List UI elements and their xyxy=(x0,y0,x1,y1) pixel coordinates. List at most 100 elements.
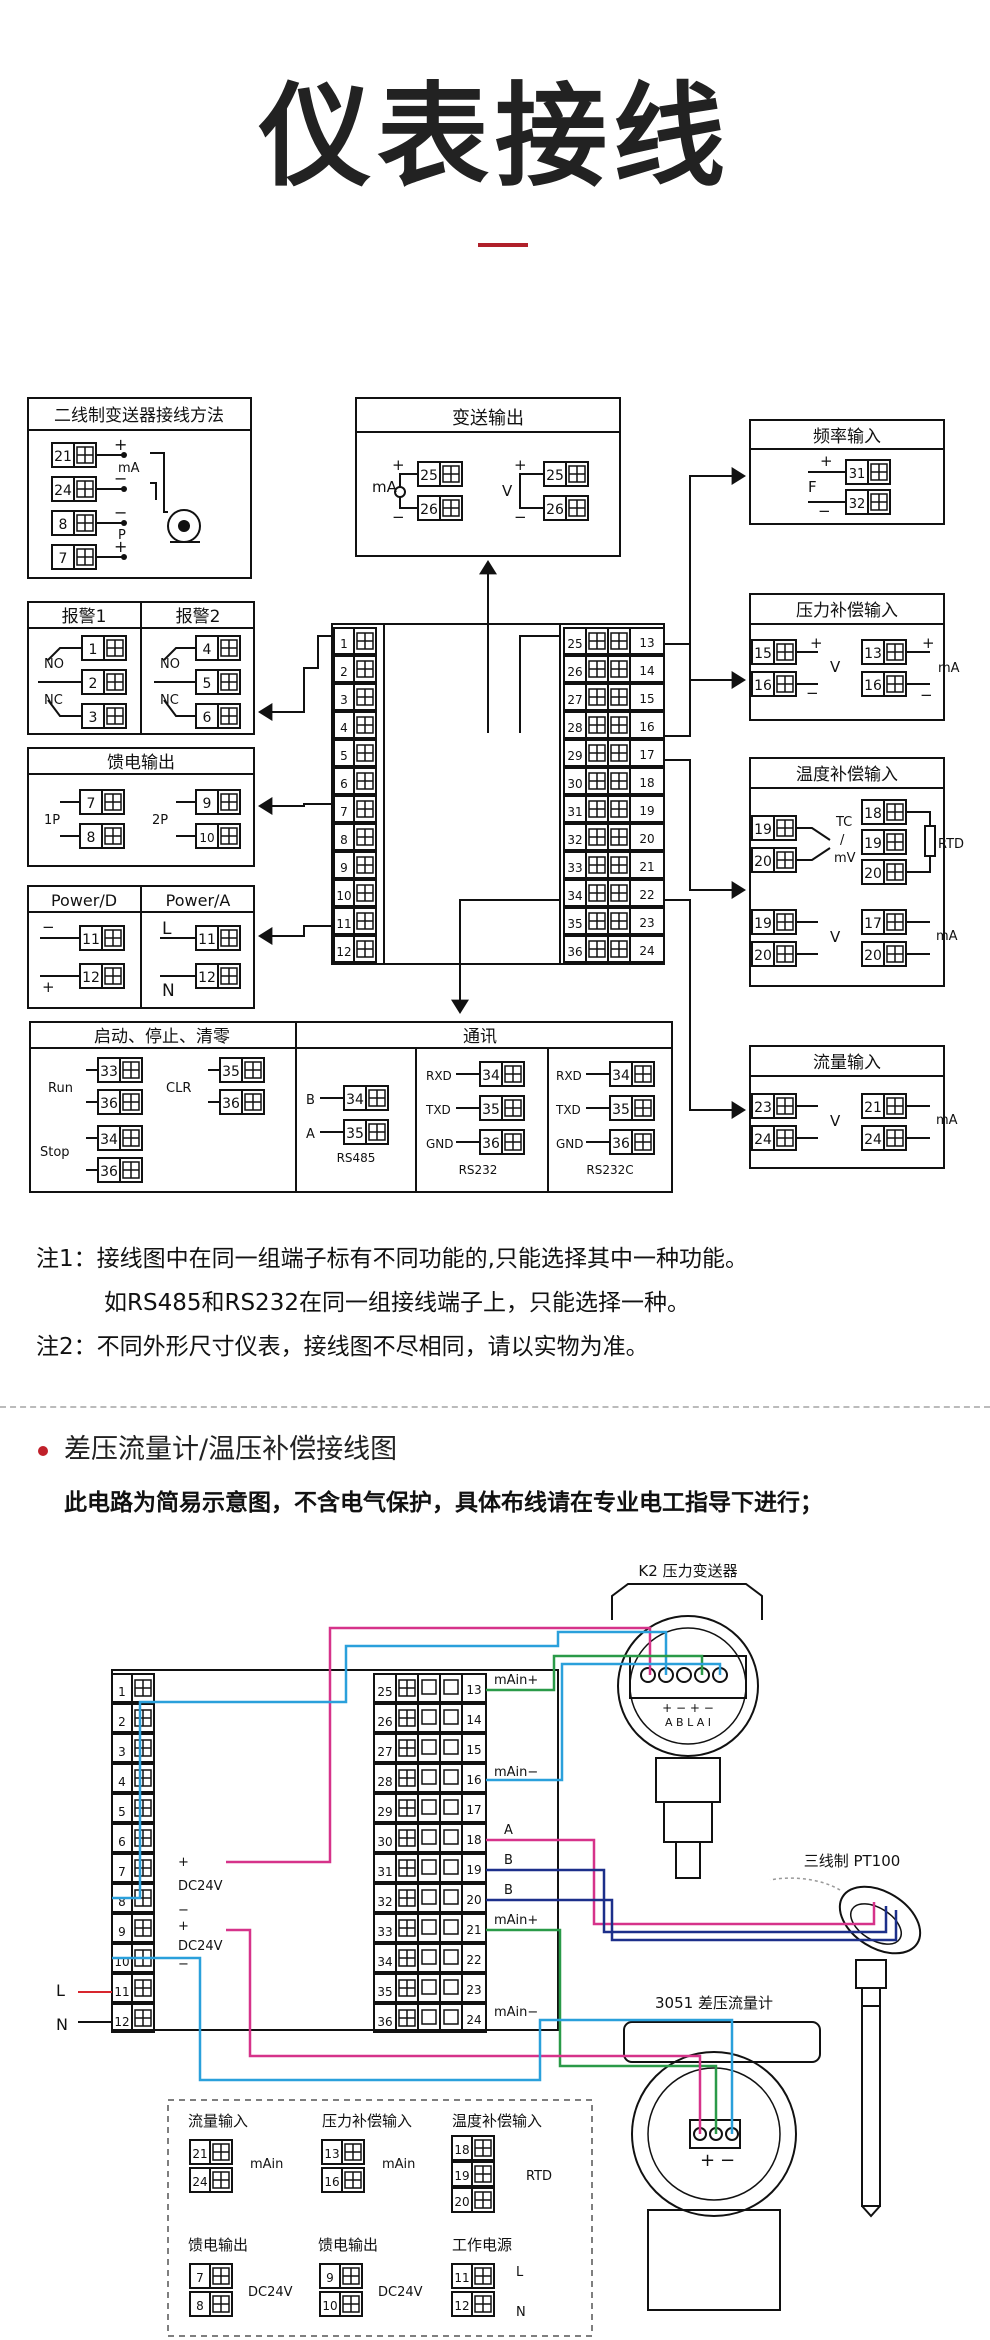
pressure-box xyxy=(749,593,945,721)
terminal-number: 19 xyxy=(864,836,882,852)
terminal-number: 21 xyxy=(864,1100,882,1116)
terminal-number: 18 xyxy=(454,2143,469,2157)
temp-title: 温度补偿输入 xyxy=(796,765,898,785)
terminal-screw-box xyxy=(365,1085,389,1111)
note-1b: 如RS485和RS232在同一组接线端子上，只能选择一种。 xyxy=(104,1290,690,1316)
terminal-screw-head xyxy=(421,1949,437,1965)
wire-dot xyxy=(121,520,127,526)
two-wire-loop xyxy=(150,482,157,500)
terminal-screw-head xyxy=(421,1859,437,1875)
terminal-screw-box xyxy=(471,2161,495,2187)
freq-title: 频率输入 xyxy=(813,427,881,447)
comm-title: 通讯 xyxy=(463,1027,497,1047)
arrow-head xyxy=(258,797,273,815)
terminal-number-cell xyxy=(461,1913,487,1943)
transmit-sign: + xyxy=(514,456,527,474)
terminal-screw-box xyxy=(101,963,125,989)
terminal-number: 19 xyxy=(639,804,654,818)
terminal-number: 16 xyxy=(324,2175,339,2189)
terminal-number-cell xyxy=(461,1673,487,1703)
legend-l: L xyxy=(516,2265,524,2280)
terminal-screw-box xyxy=(501,1095,525,1121)
legend-flow-title: 流量输入 xyxy=(188,2112,248,2130)
tc-lead xyxy=(796,827,831,841)
terminal-number: 11 xyxy=(198,932,216,948)
feed-box xyxy=(27,747,255,867)
pt100-nut xyxy=(861,1987,881,2007)
terminal-number: 29 xyxy=(567,749,582,763)
pt100-neck xyxy=(855,1959,887,1989)
terminal-number: 13 xyxy=(324,2147,339,2161)
run-label: Run xyxy=(48,1081,73,1096)
terminal-number: 28 xyxy=(377,1775,392,1789)
wire-green-2 xyxy=(486,1928,718,2134)
terminal-number: 8 xyxy=(59,517,68,533)
two-wire-sign: + xyxy=(114,435,127,454)
terminal-number: 2 xyxy=(118,1715,126,1729)
terminal-number-cell xyxy=(461,2003,487,2033)
terminal-screw-box xyxy=(131,1853,155,1883)
terminal-number: 23 xyxy=(466,1983,481,1997)
terminal-screw-box xyxy=(501,1129,525,1155)
alarm1-title: 报警1 xyxy=(62,607,107,627)
terminal-number: 12 xyxy=(454,2299,469,2313)
k2-housing xyxy=(617,1615,759,1757)
terminal-number: 7 xyxy=(340,805,348,819)
terminal-screw-box xyxy=(471,2263,495,2289)
temp-ma: mA xyxy=(936,929,958,944)
terminal-number: 8 xyxy=(196,2299,204,2313)
terminal-screw-head xyxy=(421,1889,437,1905)
terminal-screw-head xyxy=(421,1799,437,1815)
bd-b1: B xyxy=(504,1853,513,1868)
terminal-number: 20 xyxy=(754,854,772,870)
terminal-number: 21 xyxy=(192,2147,207,2161)
terminal-screw-head xyxy=(421,1829,437,1845)
terminal-number: 34 xyxy=(100,1132,118,1148)
terminal-number: 21 xyxy=(639,860,654,874)
terminal-number: 33 xyxy=(100,1064,118,1080)
terminal-number: 4 xyxy=(340,721,348,735)
rtd-label: RTD xyxy=(938,837,964,852)
terminal-screw-head xyxy=(443,1979,459,1995)
terminal-number: 11 xyxy=(454,2271,469,2285)
terminal-screw-head xyxy=(421,1979,437,1995)
freq-f: F xyxy=(808,478,817,496)
freq-sign: − xyxy=(818,502,831,520)
alarm2-nc: NC xyxy=(160,693,179,708)
terminal-screw-box xyxy=(209,2139,233,2165)
terminal-number: 20 xyxy=(454,2195,469,2209)
terminal-number: 5 xyxy=(118,1805,126,1819)
legend-press-title: 压力补偿输入 xyxy=(322,2112,412,2130)
k2-terms: A B L A I xyxy=(665,1716,711,1729)
terminal-number: 24 xyxy=(639,944,654,958)
terminal-number: 11 xyxy=(114,1985,129,1999)
terminal-number: 34 xyxy=(346,1092,364,1108)
terminal-screw-box xyxy=(339,2291,363,2317)
terminal-number: 6 xyxy=(340,777,348,791)
k2-screw xyxy=(676,1667,692,1683)
terminal-number: 11 xyxy=(336,917,351,931)
terminal-strip-right xyxy=(559,623,665,965)
terminal-screw-box xyxy=(565,495,589,521)
terminal-screw-box xyxy=(471,2291,495,2317)
arrow-head xyxy=(258,927,273,945)
alarm-contact xyxy=(163,647,196,661)
arrow-head xyxy=(258,703,273,721)
k2-housing-top xyxy=(611,1583,763,1620)
terminal-number: 3 xyxy=(118,1745,126,1759)
terminal-number: 15 xyxy=(466,1743,481,1757)
feed-title: 馈电输出 xyxy=(107,753,175,773)
legend-feed2-title: 馈电输出 xyxy=(318,2236,378,2254)
terminal-number: 25 xyxy=(377,1685,392,1699)
power-connector xyxy=(270,925,332,937)
terminal-number: 30 xyxy=(377,1835,392,1849)
bd-minus2: − xyxy=(178,1957,189,1972)
terminal-number: 17 xyxy=(466,1803,481,1817)
gnd: GND xyxy=(426,1137,454,1151)
terminal-number: 14 xyxy=(466,1713,481,1727)
freq-sign: + xyxy=(820,452,833,470)
dp-top xyxy=(623,2021,821,2063)
arrow-head xyxy=(731,467,746,485)
transmitter-core xyxy=(178,520,190,532)
transmit-sign: − xyxy=(392,508,405,526)
